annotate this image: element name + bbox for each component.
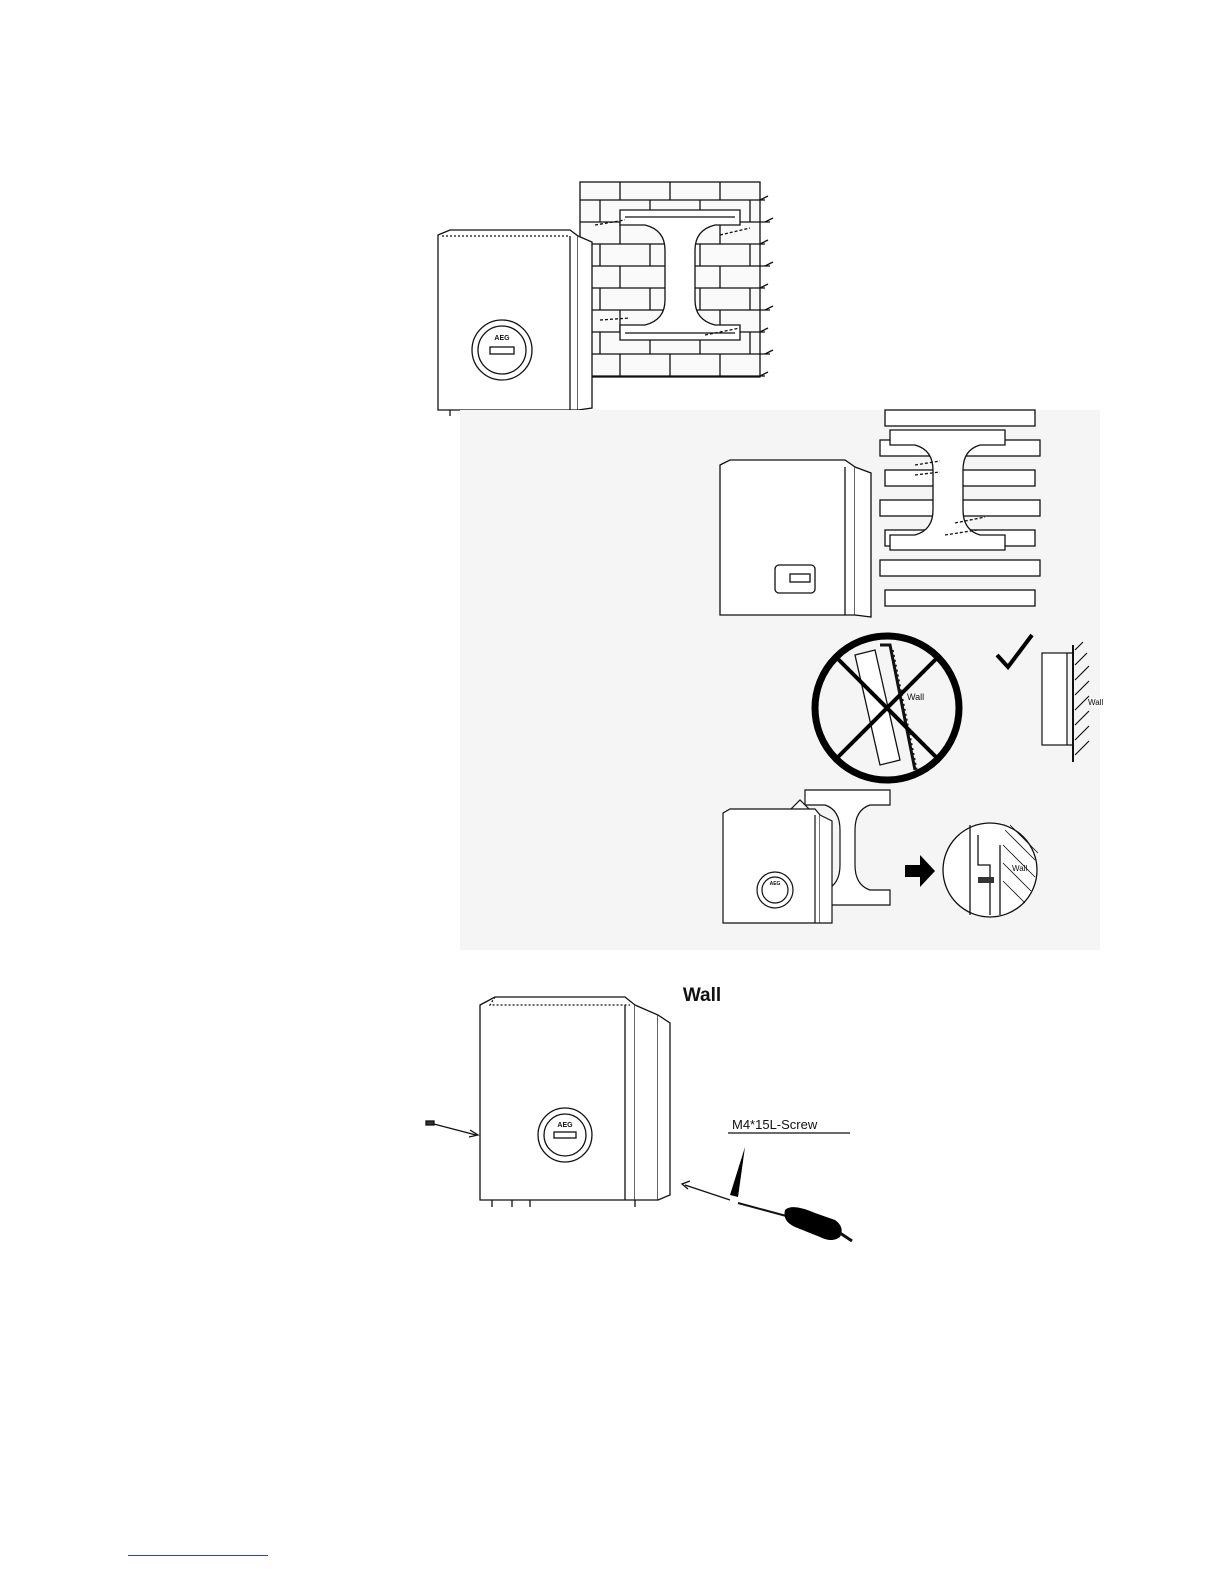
inverter-logo: AEG [770,881,781,887]
inverter-unit [480,997,670,1207]
inverter-unit [723,809,832,923]
figure-wall-mount-brick: AEG [420,170,820,420]
wall-mount-wood-drawing [715,405,1050,620]
figure-title: Wall [683,985,721,1006]
footer-link-underline[interactable] [128,1555,268,1556]
hang-on-bracket-drawing: AEG Wall [720,785,1065,930]
screw-right [682,1181,730,1200]
correct-orientation: Wall [997,635,1103,762]
inverter-unit [720,460,871,617]
screwdriver-icon [738,1203,852,1241]
check-mark-icon [997,635,1032,667]
screw-fixing-drawing: Wall M4*15L-S [420,975,860,1250]
screw-label: M4*15L-Screw [732,1117,818,1132]
screw-left [426,1121,478,1137]
inverter-logo: AEG [494,335,510,342]
arrow-right-icon [905,855,935,887]
wrong-wall-label: Wall [907,692,924,702]
detail-callout: Wall [943,823,1038,917]
right-wall-label: Wall [1088,698,1103,707]
detail-wall-label: Wall [1012,864,1027,873]
figure-wall-mount-wood [715,405,1050,620]
figure-hang-on-bracket: AEG Wall [720,785,1065,930]
callout-arrow [730,1147,745,1197]
figure-orientation-check: Wall Wall [805,620,1105,780]
wrong-orientation: Wall [815,636,959,780]
wall-mount-brick-drawing: AEG [420,170,820,420]
orientation-check-drawing: Wall Wall [805,620,1105,780]
inverter-unit [438,230,592,418]
inverter-logo: AEG [557,1122,573,1129]
figure-screw-fixing: Wall M4*15L-S [420,975,860,1250]
